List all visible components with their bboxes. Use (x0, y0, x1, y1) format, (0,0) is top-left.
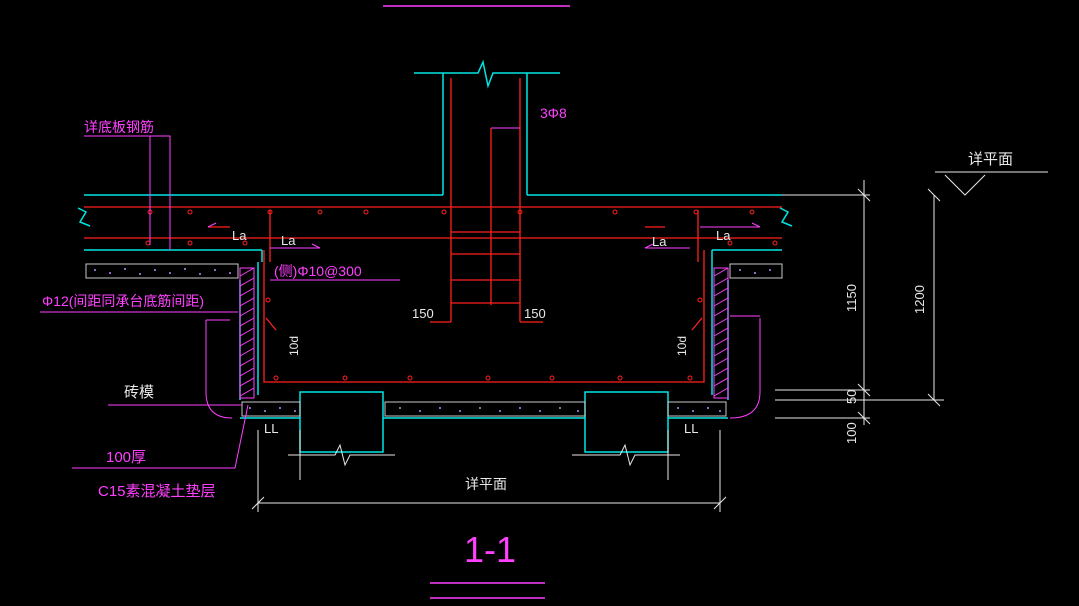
dim-50: 50 (844, 390, 859, 404)
brick-formwork-label: 砖模 (124, 384, 154, 401)
title-underline (430, 582, 545, 599)
plan-ref-bottom: 详平面 (465, 476, 507, 492)
label-10d-left: 10d (287, 336, 301, 356)
ll-label-left: LL (264, 421, 278, 436)
top-rebar-label: 3Φ8 (540, 105, 567, 121)
anchor-label-left-outer: La (232, 228, 247, 243)
dimension-lines (251, 180, 944, 512)
anchor-label-right-inner: La (652, 234, 667, 249)
cushion-thickness-label: 100厚 (106, 449, 146, 466)
phi12-note: Φ12(间距同承台底筋间距) (42, 293, 204, 309)
dim-1200: 1200 (912, 285, 927, 314)
cushion-layer (85, 263, 783, 417)
rebar-dots (145, 209, 778, 381)
finish-level-label: 详平面 (968, 151, 1013, 168)
dim-1150: 1150 (844, 284, 859, 312)
concrete-outline (77, 59, 793, 453)
pile-break-marks (288, 443, 680, 467)
anchor-label-right-outer: La (716, 228, 731, 243)
dim-150-left: 150 (412, 306, 434, 321)
dim-150-right: 150 (524, 306, 546, 321)
brick-formwork-hatch (239, 267, 729, 399)
level-symbol (935, 171, 1048, 196)
dim-100: 100 (844, 422, 859, 444)
cushion-material-label: C15素混凝土垫层 (98, 483, 216, 500)
section-title: 1-1 (464, 529, 516, 570)
ll-label-right: LL (684, 421, 698, 436)
anchor-label-left-inner: La (281, 233, 296, 248)
anchor-arrows (207, 222, 761, 249)
side-rebar-label: (侧)Φ10@300 (274, 263, 362, 279)
leader-lines (40, 127, 761, 469)
bottom-plate-rebar-note: 详底板钢筋 (84, 119, 154, 135)
label-10d-right: 10d (675, 336, 689, 356)
rebar (84, 78, 782, 383)
